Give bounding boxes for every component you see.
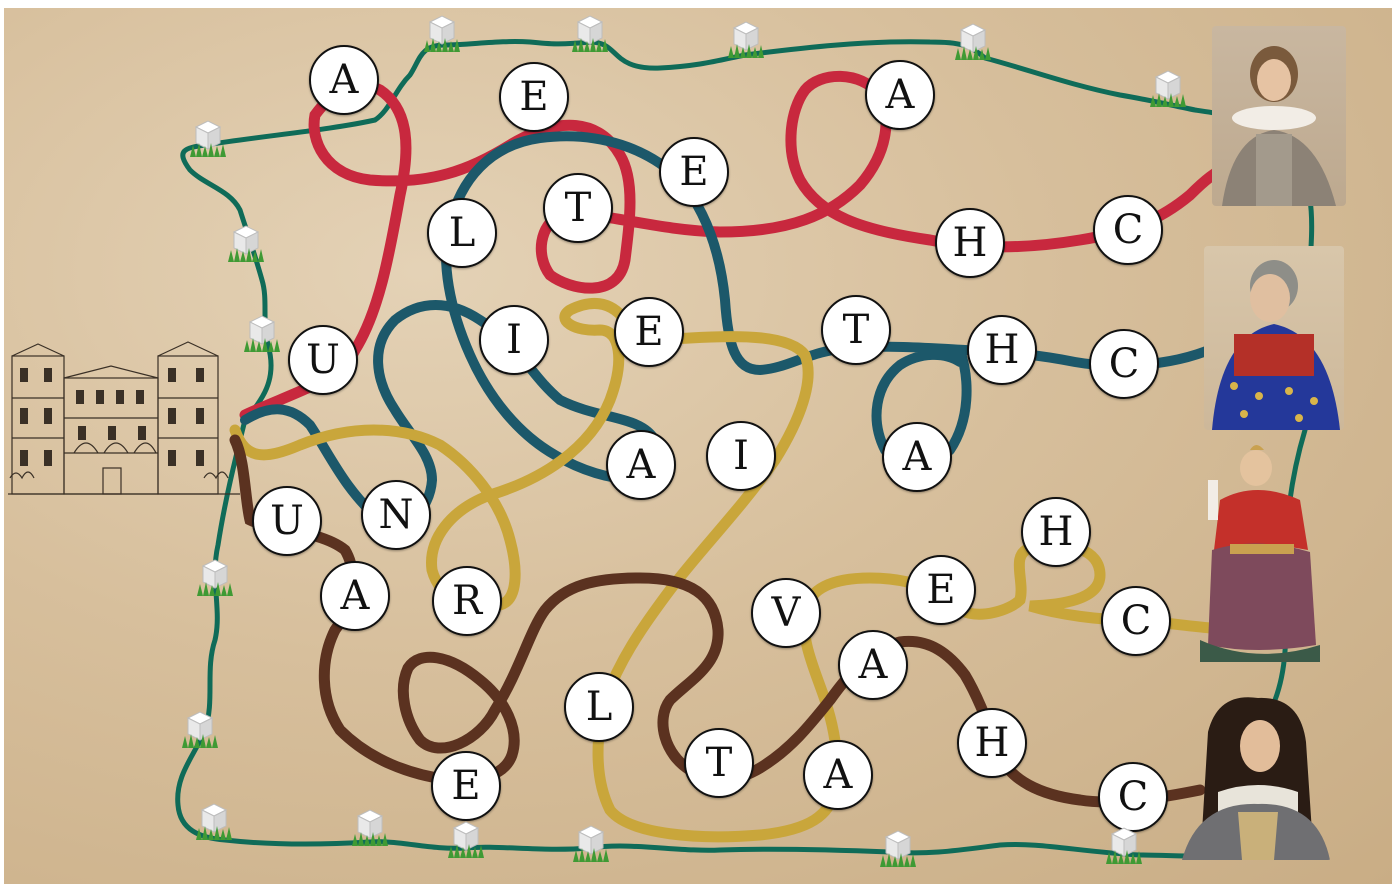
chateau-engraving-icon	[8, 338, 240, 504]
letter-token-red[interactable]: C	[1093, 195, 1163, 265]
letter-token-blue[interactable]: C	[1089, 329, 1159, 399]
letter-token-gold[interactable]: I	[706, 421, 776, 491]
sugar-cube-on-grass-icon	[243, 310, 281, 354]
letter-token-brown[interactable]: A	[838, 630, 908, 700]
lady-in-ruff-portrait	[1212, 26, 1346, 206]
sugar-cube-on-grass-icon	[196, 554, 234, 598]
letter-token-red[interactable]: L	[427, 198, 497, 268]
sugar-cube-on-grass-icon	[423, 10, 461, 54]
letter-token-blue[interactable]: E	[614, 297, 684, 367]
letter-token-brown[interactable]: A	[320, 561, 390, 631]
letter-token-red[interactable]: E	[659, 137, 729, 207]
letter-token-blue[interactable]: T	[821, 295, 891, 365]
king-in-fleur-de-lis-robe-portrait	[1204, 246, 1344, 430]
sugar-cube-on-grass-icon	[954, 18, 992, 62]
letter-token-brown[interactable]: E	[431, 751, 501, 821]
letter-token-red[interactable]: A	[309, 45, 379, 115]
letter-token-brown[interactable]: H	[957, 708, 1027, 778]
letter-token-red[interactable]: H	[935, 208, 1005, 278]
letter-token-red[interactable]: T	[543, 173, 613, 243]
letter-token-gold[interactable]: H	[1021, 497, 1091, 567]
sugar-cube-on-grass-icon	[227, 220, 265, 264]
louis-xiv-portrait	[1178, 692, 1332, 860]
letter-token-gold[interactable]: V	[751, 578, 821, 648]
sugar-cube-on-grass-icon	[879, 825, 917, 869]
letter-token-blue[interactable]: A	[606, 430, 676, 500]
sugar-cube-on-grass-icon	[1149, 65, 1187, 109]
sugar-cube-on-grass-icon	[727, 16, 765, 60]
sugar-cube-on-grass-icon	[1105, 822, 1143, 866]
letter-token-gold[interactable]: A	[803, 740, 873, 810]
letter-token-gold[interactable]: E	[906, 555, 976, 625]
sugar-cube-on-grass-icon	[189, 115, 227, 159]
letter-token-blue[interactable]: I	[479, 305, 549, 375]
letter-token-brown[interactable]: T	[684, 728, 754, 798]
sugar-cube-on-grass-icon	[195, 798, 233, 842]
letter-token-blue[interactable]: N	[361, 480, 431, 550]
letter-token-blue[interactable]: H	[967, 315, 1037, 385]
sugar-cube-on-grass-icon	[571, 10, 609, 54]
letter-token-gold[interactable]: L	[564, 672, 634, 742]
letter-token-red[interactable]: A	[865, 60, 935, 130]
letter-token-gold[interactable]: C	[1101, 586, 1171, 656]
letter-token-blue[interactable]: A	[882, 422, 952, 492]
letter-token-gold[interactable]: R	[432, 566, 502, 636]
letter-token-red[interactable]: U	[288, 325, 358, 395]
kneeling-king-portrait	[1190, 440, 1332, 672]
sugar-cube-on-grass-icon	[572, 820, 610, 864]
sugar-cube-on-grass-icon	[351, 804, 389, 848]
sugar-cube-on-grass-icon	[447, 816, 485, 860]
letter-token-red[interactable]: E	[499, 62, 569, 132]
letter-token-brown[interactable]: U	[252, 486, 322, 556]
sugar-cube-on-grass-icon	[181, 706, 219, 750]
